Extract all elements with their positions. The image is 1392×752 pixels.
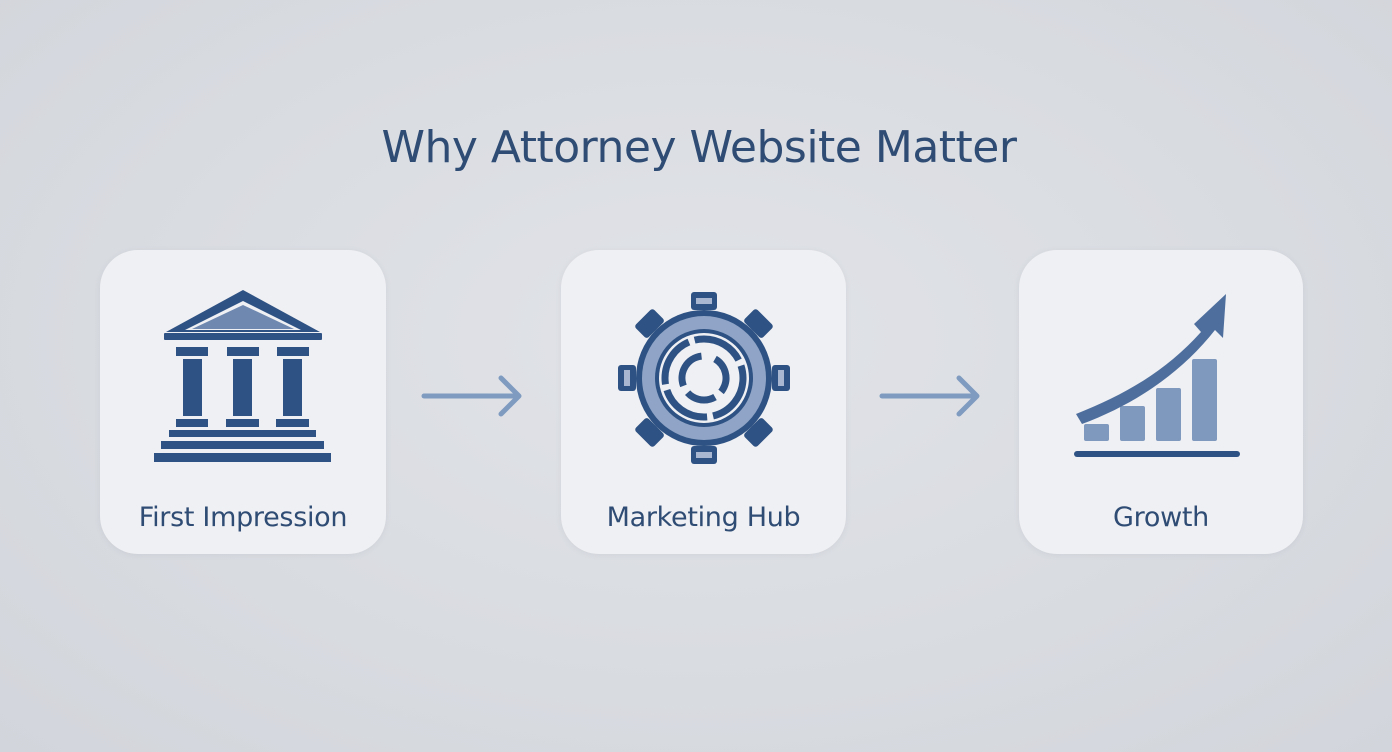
arrow-right-icon bbox=[421, 375, 522, 417]
arrow-right-icon bbox=[879, 375, 980, 417]
step-label: First Impression bbox=[138, 502, 348, 533]
step-label: Growth bbox=[1113, 502, 1209, 533]
diagram-title: Why Attorney Website Matter bbox=[381, 122, 1017, 173]
step-card-growth: Growth bbox=[1019, 250, 1303, 554]
step-label: Marketing Hub bbox=[606, 502, 801, 533]
step-card-marketing-hub: Marketing Hub bbox=[561, 250, 846, 554]
growth-chart-icon bbox=[1074, 294, 1240, 457]
gear-icon bbox=[617, 292, 790, 464]
step-card-first-impression: First Impression bbox=[100, 250, 386, 554]
courthouse-icon bbox=[154, 290, 331, 462]
